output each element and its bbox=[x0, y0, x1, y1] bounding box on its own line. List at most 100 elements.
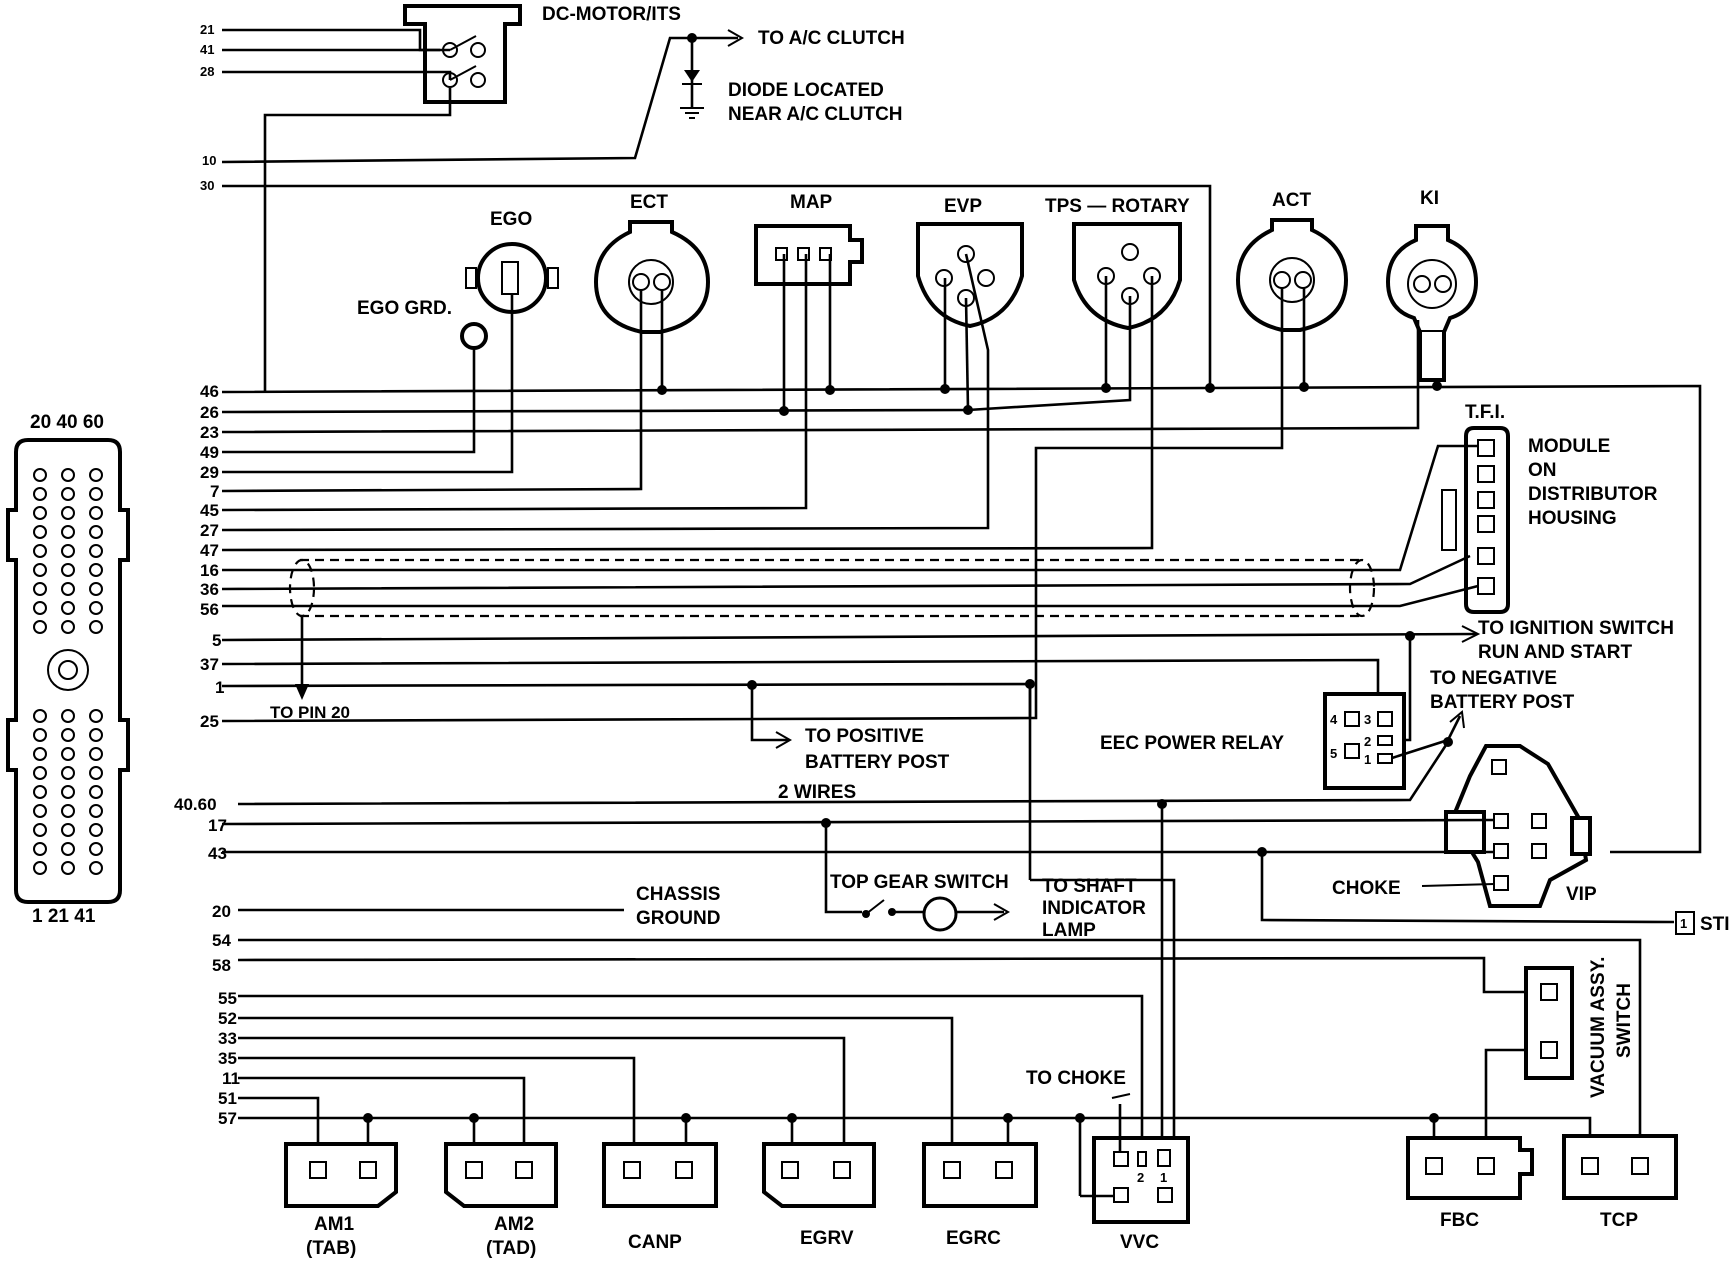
vip-wires: 1 STI bbox=[221, 818, 1730, 935]
wire-52-egrc bbox=[238, 1016, 954, 1148]
wire-26-vref bbox=[221, 408, 969, 414]
map-pin bbox=[797, 247, 810, 261]
vvc-terminal bbox=[1157, 1187, 1173, 1203]
wire-1-to-vvc bbox=[1030, 878, 1176, 1148]
wire-5-ignition bbox=[221, 632, 1477, 642]
connector-pin bbox=[89, 582, 103, 596]
connector-pin bbox=[61, 582, 75, 596]
pin-label-17: 17 bbox=[208, 816, 227, 835]
tps-pin bbox=[1121, 243, 1139, 261]
wire-43-to-sti bbox=[1260, 852, 1675, 924]
sti-pin-number: 1 bbox=[1680, 916, 1687, 931]
vacuum-switch-label-line1: VACUUM ASSY. bbox=[1588, 957, 1609, 1098]
pin-label-36: 36 bbox=[200, 580, 219, 599]
vip-terminal bbox=[1493, 843, 1509, 859]
module-label-line4: HOUSING bbox=[1528, 508, 1617, 529]
tps-body bbox=[1072, 222, 1182, 331]
relay-terminal bbox=[1344, 743, 1360, 759]
wire-to-positive-battery bbox=[750, 685, 788, 742]
connector-pin bbox=[89, 601, 103, 615]
arrow-to-ignition bbox=[1461, 625, 1481, 643]
am2-label-line2: (TAD) bbox=[486, 1238, 536, 1259]
vvc-label: VVC bbox=[1120, 1232, 1159, 1253]
wire-21 bbox=[222, 28, 450, 52]
connector-pin bbox=[33, 525, 47, 539]
indicator-lamp-symbol bbox=[922, 896, 958, 932]
tfi-terminal bbox=[1477, 439, 1495, 457]
tcp-terminal bbox=[1631, 1157, 1649, 1175]
connector-pin bbox=[61, 785, 75, 799]
arrow-to-negative-battery bbox=[1449, 710, 1465, 729]
pin-label-21: 21 bbox=[200, 22, 214, 37]
wire-46-signal-return bbox=[221, 384, 1702, 854]
am1-label-line2: (TAB) bbox=[306, 1238, 356, 1259]
connector-pin bbox=[61, 804, 75, 818]
connector-pin bbox=[89, 563, 103, 577]
wire-17-sto bbox=[221, 818, 1495, 826]
ki-socket bbox=[1407, 259, 1457, 309]
vacuum-switch-label-line2: SWITCH bbox=[1614, 983, 1635, 1058]
connector-pin bbox=[61, 728, 75, 742]
am2-terminal bbox=[515, 1161, 533, 1179]
egrv-terminal bbox=[833, 1161, 851, 1179]
vacuum-assembly-switch: VACUUM ASSY. SWITCH bbox=[1524, 957, 1635, 1098]
ego-ear bbox=[547, 267, 559, 289]
canp-terminal bbox=[623, 1161, 641, 1179]
egrc-terminal bbox=[995, 1161, 1013, 1179]
tcp-solenoid: TCP bbox=[1562, 1134, 1678, 1231]
pin-label-20: 20 bbox=[212, 902, 231, 921]
canp-terminal bbox=[675, 1161, 693, 1179]
wire-29-ego bbox=[222, 294, 514, 474]
ki-pin bbox=[1434, 275, 1452, 293]
positive-battery-label-line1: TO POSITIVE bbox=[805, 726, 924, 747]
vvc-solenoid: 2 1 VVC TO CHOKE bbox=[1026, 1068, 1190, 1253]
top-gear-wire bbox=[824, 823, 862, 914]
egrv-body bbox=[762, 1142, 876, 1208]
vacuum-switch-terminal bbox=[1540, 983, 1558, 1001]
pin-label-55: 55 bbox=[218, 989, 237, 1008]
connector-pin bbox=[89, 728, 103, 742]
to-pin-20-arrow bbox=[295, 684, 309, 700]
tfi-label: T.F.I. bbox=[1465, 402, 1505, 423]
wire-49-ego-ground bbox=[222, 348, 476, 454]
diode-symbol bbox=[684, 70, 700, 82]
connector-pin bbox=[61, 747, 75, 761]
vvc-terminal bbox=[1113, 1151, 1129, 1167]
vip-latch bbox=[1444, 810, 1486, 854]
act-sensor: ACT bbox=[1235, 190, 1349, 332]
am1-solenoid: AM1 (TAB) bbox=[284, 1142, 398, 1259]
dc-motor-pin bbox=[470, 72, 486, 88]
vvc-pin-1: 1 bbox=[1160, 1170, 1167, 1185]
wire-35-canp bbox=[238, 1056, 636, 1148]
connector-pin bbox=[89, 861, 103, 875]
pin-label-7: 7 bbox=[210, 482, 219, 501]
connector-pin bbox=[33, 506, 47, 520]
wire-56-pip bbox=[222, 584, 1479, 608]
pin-label-16: 16 bbox=[200, 561, 219, 580]
wire-23-knock bbox=[221, 320, 1420, 434]
switch-contact bbox=[449, 65, 477, 81]
sti-label: STI bbox=[1700, 914, 1730, 935]
connector-pin bbox=[33, 544, 47, 558]
pin-label-37: 37 bbox=[200, 655, 219, 674]
wire-57-vpwr-solenoids bbox=[238, 1116, 1592, 1136]
egrc-terminal bbox=[943, 1161, 961, 1179]
ego-terminal bbox=[501, 261, 519, 295]
vip-terminal bbox=[1493, 875, 1509, 891]
top-gear-switch: TOP GEAR SWITCH TO SHAFT INDICATOR LAMP bbox=[824, 823, 1146, 941]
tfi-terminal bbox=[1477, 465, 1495, 483]
connector-pin bbox=[89, 823, 103, 837]
ego-ear bbox=[465, 267, 477, 289]
connector-pin bbox=[33, 804, 47, 818]
sensor-wires bbox=[221, 253, 1702, 854]
tfi-mount-tab bbox=[1441, 489, 1457, 551]
wires-dc-motor bbox=[222, 28, 452, 392]
connector-pin bbox=[33, 709, 47, 723]
am2-terminal bbox=[465, 1161, 483, 1179]
to-choke-marker bbox=[1111, 1093, 1131, 1099]
wire-25-act bbox=[221, 288, 1284, 723]
vip-terminal bbox=[1491, 759, 1507, 775]
connector-pin bbox=[61, 861, 75, 875]
egrv-solenoid: EGRV bbox=[762, 1142, 876, 1249]
